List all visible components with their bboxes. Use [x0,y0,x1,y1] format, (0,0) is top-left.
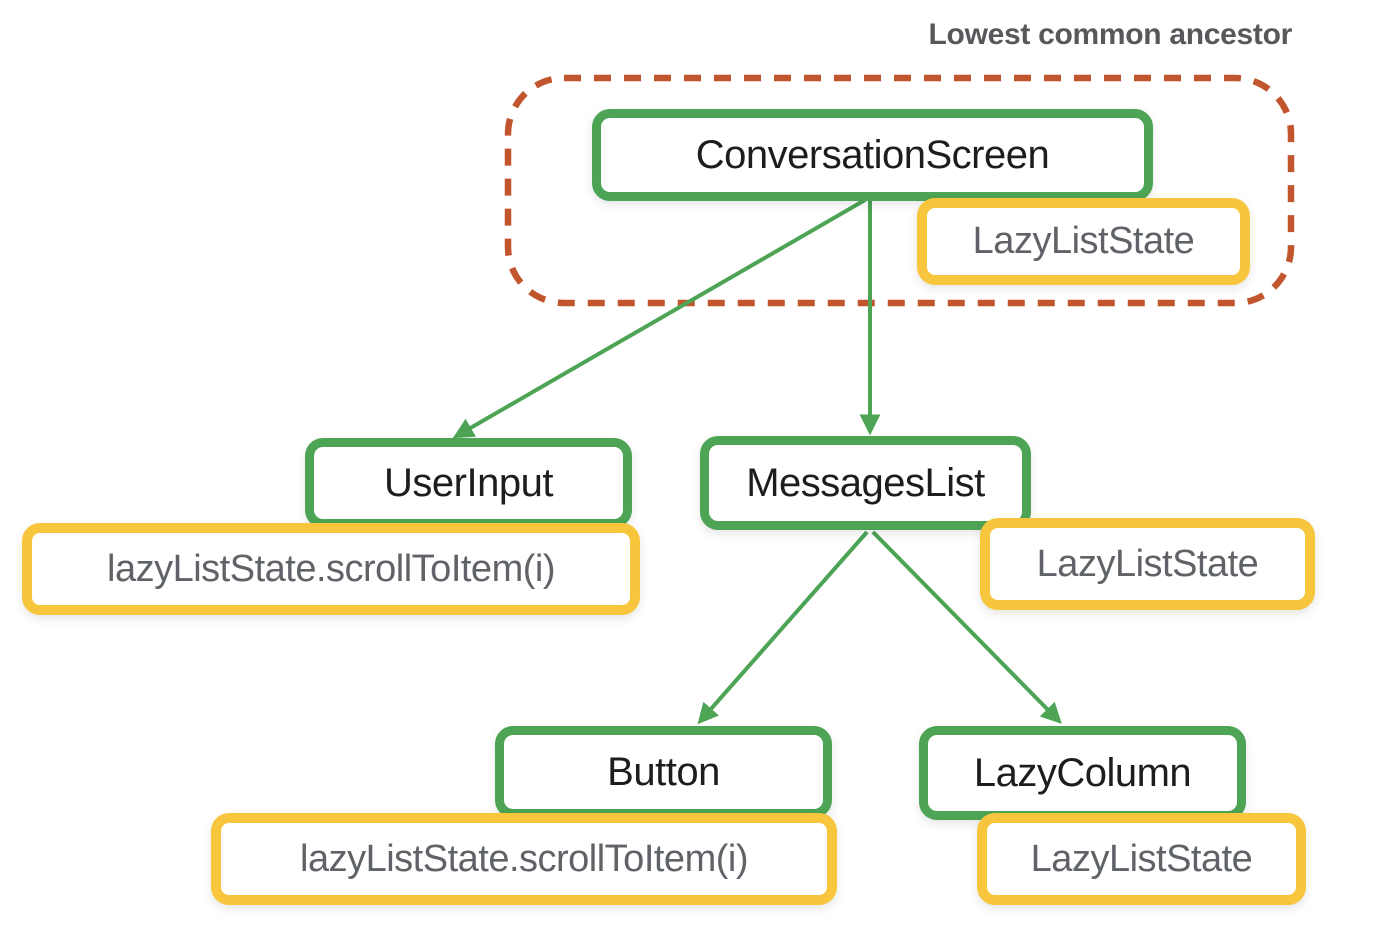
node-button: Button [495,726,832,818]
state-badge-label: LazyListState [1030,837,1253,880]
state-badge-label: LazyListState [972,220,1195,262]
node-lazycolumn-label: LazyColumn [973,750,1192,795]
state-badge-label: lazyListState.scrollToItem(i) [107,547,555,590]
node-userinput: UserInput [305,438,632,528]
edge-messageslist-button [697,530,869,725]
node-messageslist-label: MessagesList [746,460,985,505]
state-badge-lazycolumn-lazyliststate: LazyListState [977,813,1306,905]
state-badge-conversationscreen-lazyliststate: LazyListState [917,198,1250,285]
state-badge-label: lazyListState.scrollToItem(i) [300,837,748,880]
node-lazycolumn: LazyColumn [919,726,1246,820]
node-button-label: Button [607,749,720,794]
node-userinput-label: UserInput [384,460,553,505]
lowest-common-ancestor-label: Lowest common ancestor [928,18,1293,51]
node-conversationscreen: ConversationScreen [592,109,1153,201]
state-badge-label: LazyListState [1036,542,1259,585]
state-badge-messageslist-lazyliststate: LazyListState [980,518,1315,610]
node-messageslist: MessagesList [700,436,1031,530]
node-conversationscreen-label: ConversationScreen [695,132,1050,177]
state-badge-button-scroll-call: lazyListState.scrollToItem(i) [211,813,837,905]
state-badge-userinput-scroll-call: lazyListState.scrollToItem(i) [22,523,640,615]
edge-conversationscreen-userinput [452,198,867,439]
